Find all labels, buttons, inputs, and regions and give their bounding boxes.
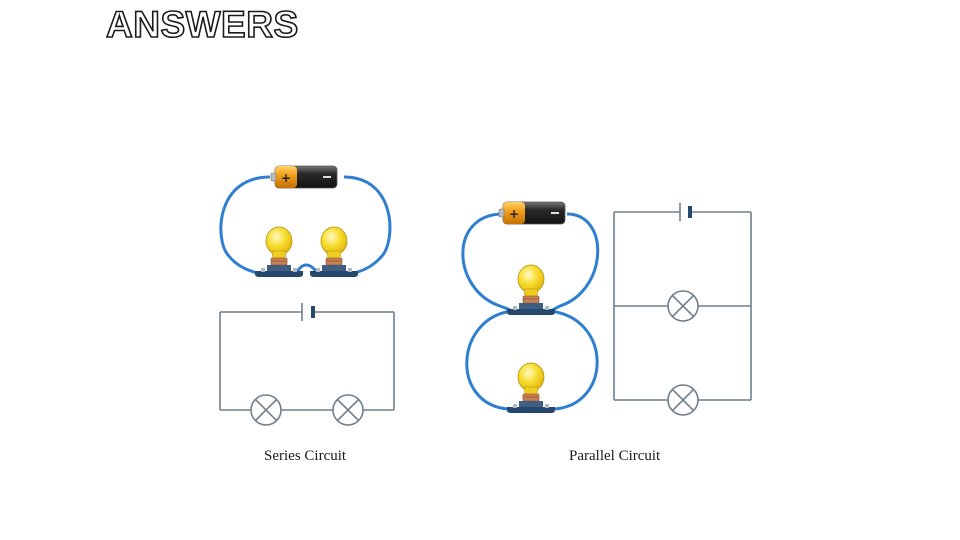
bulb-icon	[506, 264, 556, 316]
cell-short-plate	[311, 306, 315, 318]
bulb-icon	[506, 362, 556, 414]
cell-short-plate	[688, 206, 692, 218]
lamp-symbol	[250, 394, 282, 426]
series-pictorial-circuit	[219, 165, 392, 278]
lamp-symbol	[667, 384, 699, 416]
lamp-symbol	[667, 290, 699, 322]
series-schematic-circuit	[219, 303, 395, 411]
lamp-symbol	[332, 394, 364, 426]
parallel-circuit-caption: Parallel Circuit	[569, 448, 661, 464]
series-wire	[219, 175, 271, 276]
bulb-icon	[309, 226, 359, 278]
bulb-icon	[254, 226, 304, 278]
series-circuit-caption: Series Circuit	[264, 448, 347, 464]
battery-icon	[498, 201, 566, 225]
parallel-schematic-circuit	[613, 203, 752, 401]
battery-icon	[270, 165, 338, 189]
slide-title: ANSWERS	[105, 3, 299, 46]
